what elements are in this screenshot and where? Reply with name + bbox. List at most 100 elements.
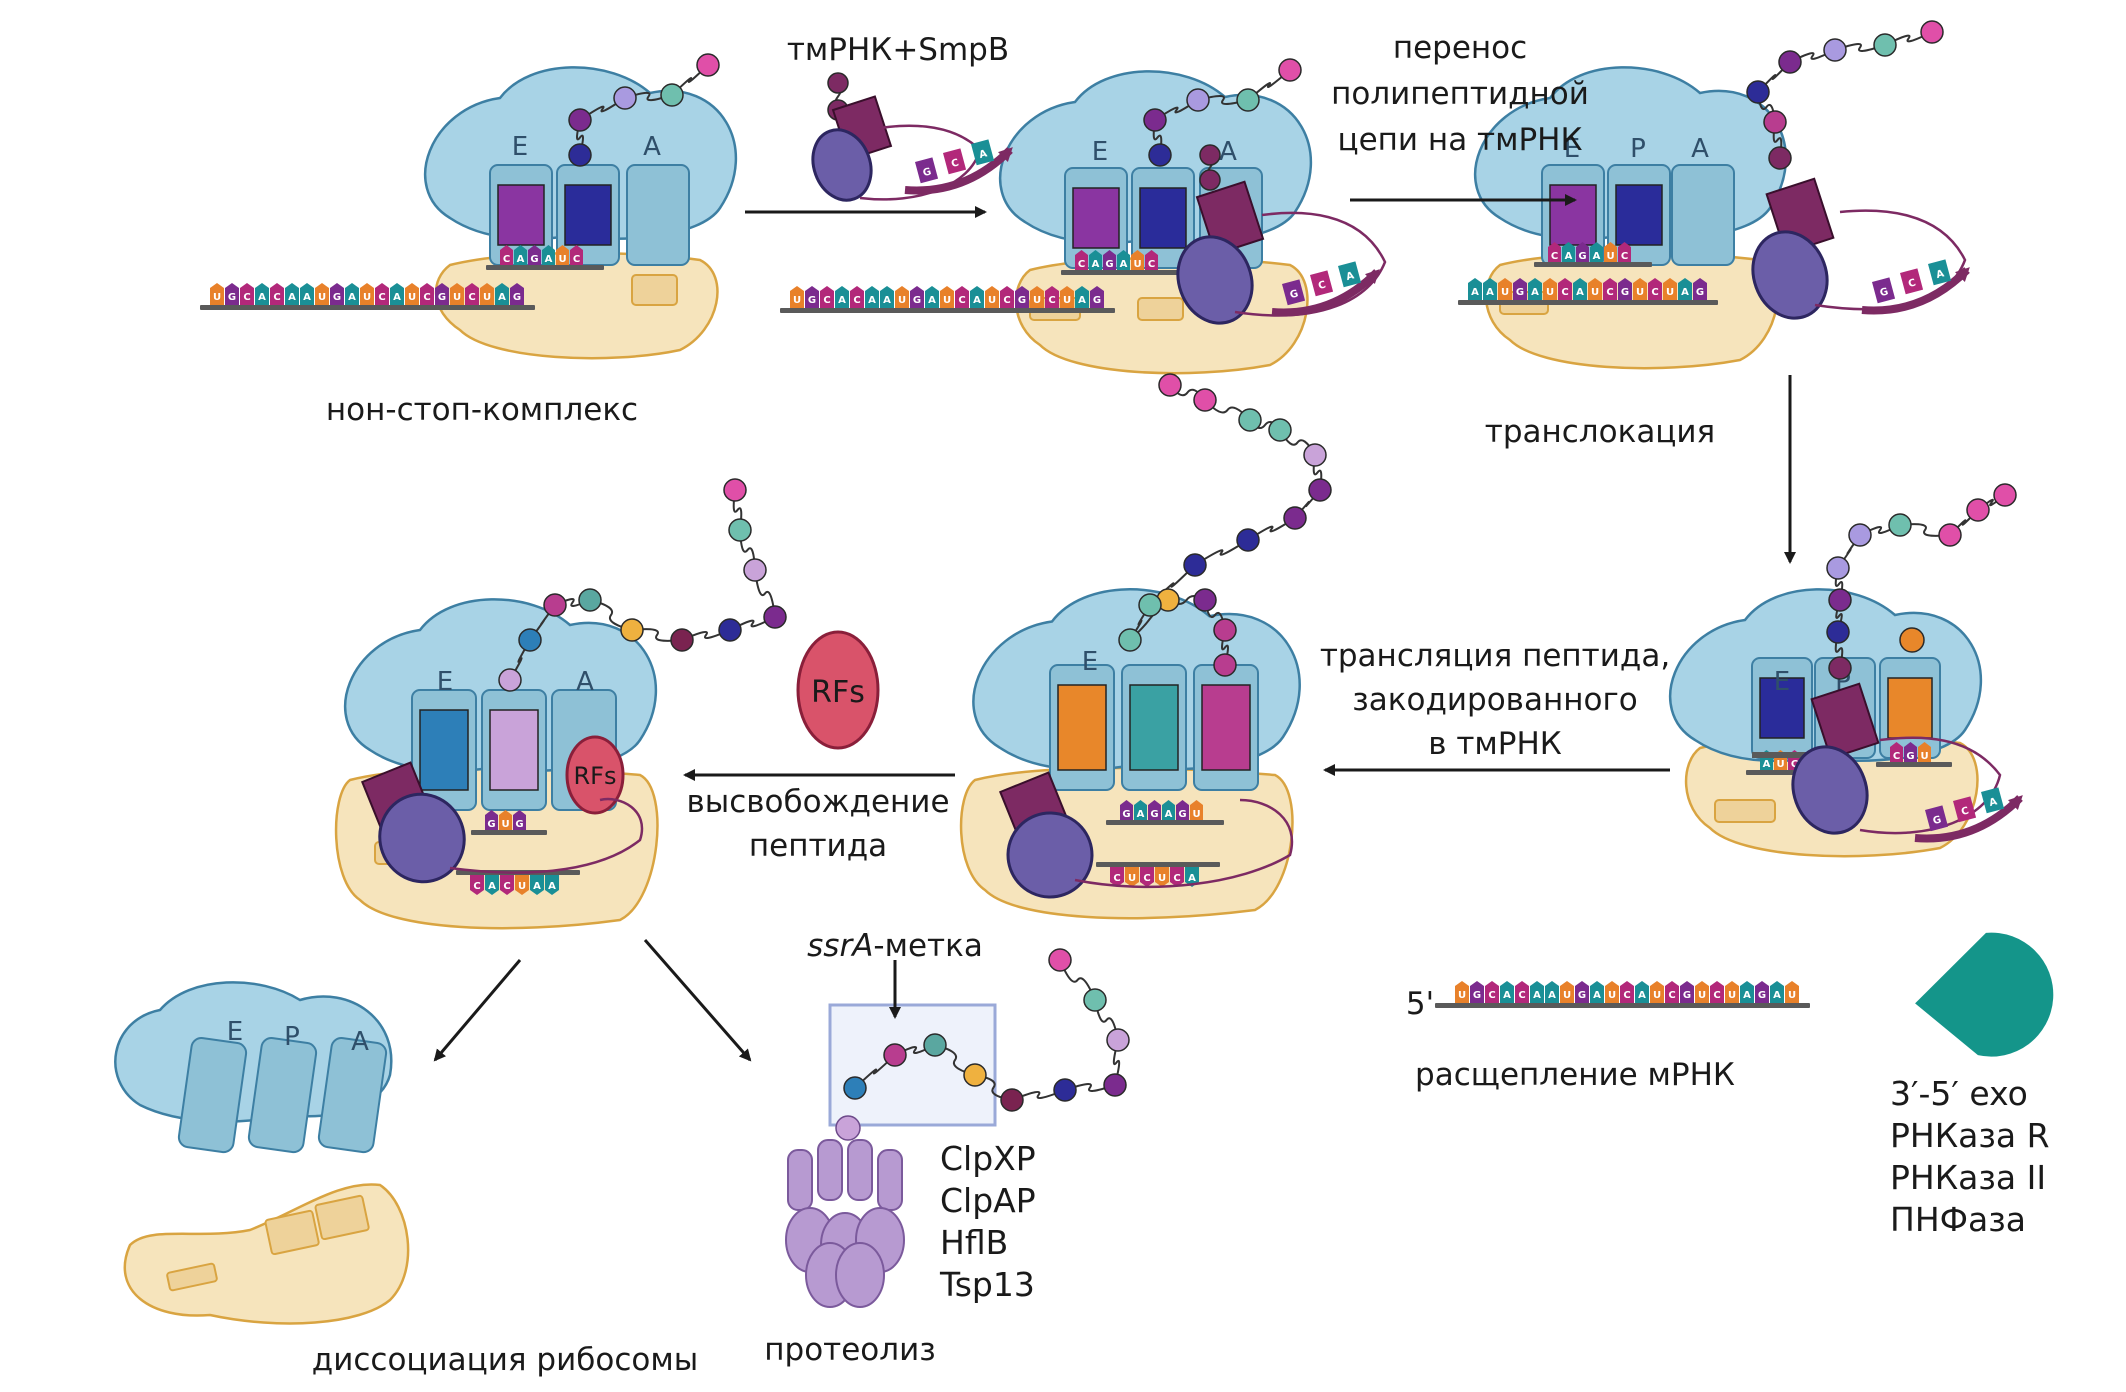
amino-acid	[835, 1115, 861, 1141]
amino-acid	[1213, 618, 1237, 642]
amino-acid	[763, 605, 787, 629]
label-exo-2: РНКаза II	[1890, 1158, 2046, 1197]
amino-acid	[728, 518, 752, 542]
base-letter: A	[1503, 990, 1511, 1001]
nucleotide	[1725, 981, 1739, 1003]
nucleotide	[1603, 278, 1617, 300]
base-letter: A	[517, 254, 525, 265]
amino-acid	[743, 558, 767, 582]
amino-acid	[578, 588, 602, 612]
amino-acid	[543, 593, 567, 617]
base-letter: U	[483, 292, 491, 303]
protease-subunit	[835, 1242, 885, 1308]
base-letter: U	[1698, 990, 1706, 1001]
nucleotide	[1513, 278, 1527, 300]
nucleotide	[895, 286, 909, 308]
amino-acid	[1193, 388, 1217, 412]
base-letter: C	[1551, 251, 1558, 262]
nucleotide	[1000, 286, 1014, 308]
nucleotide	[1155, 867, 1169, 887]
small-subunit-pocket	[166, 1262, 218, 1292]
nucleotide	[1140, 867, 1154, 887]
nucleotide	[375, 283, 389, 305]
base-letter: A	[548, 881, 556, 892]
amino-acid	[1236, 88, 1260, 112]
small-subunit-pocket	[1137, 297, 1184, 321]
base-letter: U	[318, 292, 326, 303]
nucleotide	[1485, 981, 1499, 1003]
base-letter: C	[1623, 990, 1630, 1001]
base-letter: C	[1143, 873, 1150, 884]
base-letter: U	[408, 292, 416, 303]
label-nonstop-complex: нон-стоп-комплекс	[326, 392, 638, 428]
base-letter: U	[558, 254, 566, 265]
site-label-a: A	[1691, 134, 1709, 164]
base-letter: A	[533, 881, 541, 892]
protease-subunit	[817, 1139, 843, 1201]
amino-acid	[1828, 588, 1852, 612]
base-letter: C	[1668, 990, 1675, 1001]
base-letter: C	[1488, 990, 1495, 1001]
smpb-protein	[1006, 811, 1094, 899]
small-subunit-pocket	[631, 274, 678, 306]
base-letter: G	[1578, 251, 1586, 262]
base-letter: A	[838, 295, 846, 306]
base-letter: C	[950, 157, 960, 170]
base-letter: U	[1788, 990, 1796, 1001]
base-letter: A	[1137, 809, 1145, 820]
mrna-backbone	[1752, 752, 1842, 758]
base-letter: A	[488, 881, 496, 892]
nucleotide	[1755, 981, 1769, 1003]
amino-acid	[1213, 653, 1237, 677]
base-letter: A	[868, 295, 876, 306]
base-letter: G	[228, 292, 236, 303]
base-letter: C	[1791, 759, 1798, 770]
nucleotide	[1588, 278, 1602, 300]
base-letter: G	[922, 166, 933, 179]
nucleotide	[805, 286, 819, 308]
nucleotide	[285, 283, 299, 305]
base-letter: A	[393, 292, 401, 303]
tmrna-base	[943, 148, 967, 175]
amino-acid	[723, 478, 747, 502]
base-letter: A	[1773, 990, 1781, 1001]
nucleotide	[1075, 250, 1088, 270]
site-label-e: E	[1092, 137, 1108, 167]
tmrna-smpb-complex: GCA	[811, 72, 1013, 202]
label-translation-line3: в тмРНК	[1428, 726, 1562, 762]
base-letter: C	[423, 292, 430, 303]
nucleotide	[1590, 981, 1604, 1003]
base-letter: C	[1713, 990, 1720, 1001]
nucleotide	[1110, 867, 1124, 887]
trna-body	[1201, 684, 1251, 771]
label-ssra-rest: -метка	[873, 928, 982, 964]
nucleotide	[1693, 278, 1707, 300]
mrna-backbone	[1106, 820, 1224, 825]
nucleotide	[1131, 250, 1144, 270]
site-label-e: E	[1082, 647, 1098, 677]
mrna-backbone	[1458, 300, 1718, 305]
nucleotide	[225, 283, 239, 305]
amino-acid	[1268, 418, 1292, 442]
arrow-proteolysis	[643, 939, 752, 1062]
label-transfer-line1: перенос	[1393, 30, 1527, 66]
amino-acid	[1053, 1078, 1077, 1102]
trna-body	[1129, 684, 1179, 771]
nucleotide	[1918, 742, 1931, 762]
amino-acid	[670, 628, 694, 652]
label-exo-0: 3′-5′ exo	[1890, 1074, 2028, 1113]
base-letter: U	[1192, 809, 1200, 820]
base-letter: A	[1988, 796, 1999, 809]
nucleotide	[1573, 278, 1587, 300]
base-letter: G	[1906, 751, 1914, 762]
amino-acid	[1236, 528, 1260, 552]
base-letter: C	[1173, 873, 1180, 884]
nucleotide	[1785, 981, 1799, 1003]
base-letter: C	[1960, 805, 1970, 818]
base-letter: U	[793, 295, 801, 306]
base-letter: G	[1683, 990, 1691, 1001]
base-letter: G	[1093, 295, 1101, 306]
mrna-backbone	[1435, 1003, 1810, 1008]
